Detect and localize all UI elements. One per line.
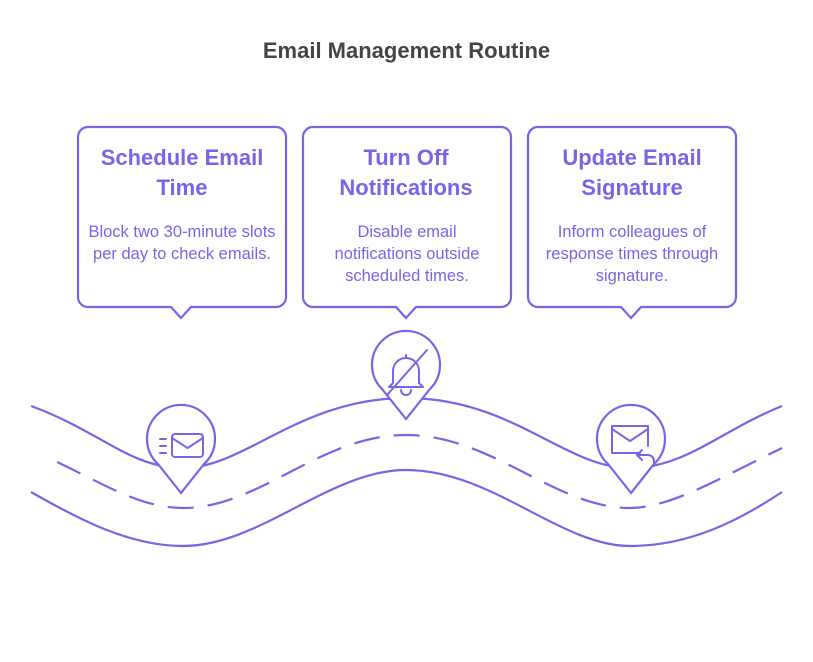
road xyxy=(30,396,783,548)
pin-1-marker xyxy=(145,403,217,495)
diagram-title: Email Management Routine xyxy=(262,38,551,63)
step-3-heading: Update Email Signature xyxy=(562,145,702,200)
road-center-dashed-line xyxy=(56,433,783,510)
step-3-description: Inform colleagues of response times thro… xyxy=(545,223,719,285)
card-2 xyxy=(301,125,513,320)
card-3 xyxy=(526,125,738,320)
step-1-heading: Schedule Email Time xyxy=(100,145,264,200)
card-3-frame xyxy=(526,125,738,320)
email-icon xyxy=(159,433,204,458)
pin-1 xyxy=(145,403,217,495)
card-1-frame xyxy=(76,125,288,320)
card-1 xyxy=(76,125,288,320)
pin-3-marker xyxy=(595,403,667,495)
pin-2 xyxy=(370,329,442,421)
bell-off-icon xyxy=(386,349,428,396)
step-1-description: Block two 30-minute slots per day to che… xyxy=(88,223,276,263)
email-reply-icon xyxy=(611,425,655,467)
card-2-frame xyxy=(301,125,513,320)
step-2-description: Disable email notifications outside sche… xyxy=(334,223,480,285)
step-2-heading: Turn Off Notifications xyxy=(339,145,473,200)
pin-3 xyxy=(595,403,667,495)
road-bottom-edge xyxy=(30,468,783,548)
